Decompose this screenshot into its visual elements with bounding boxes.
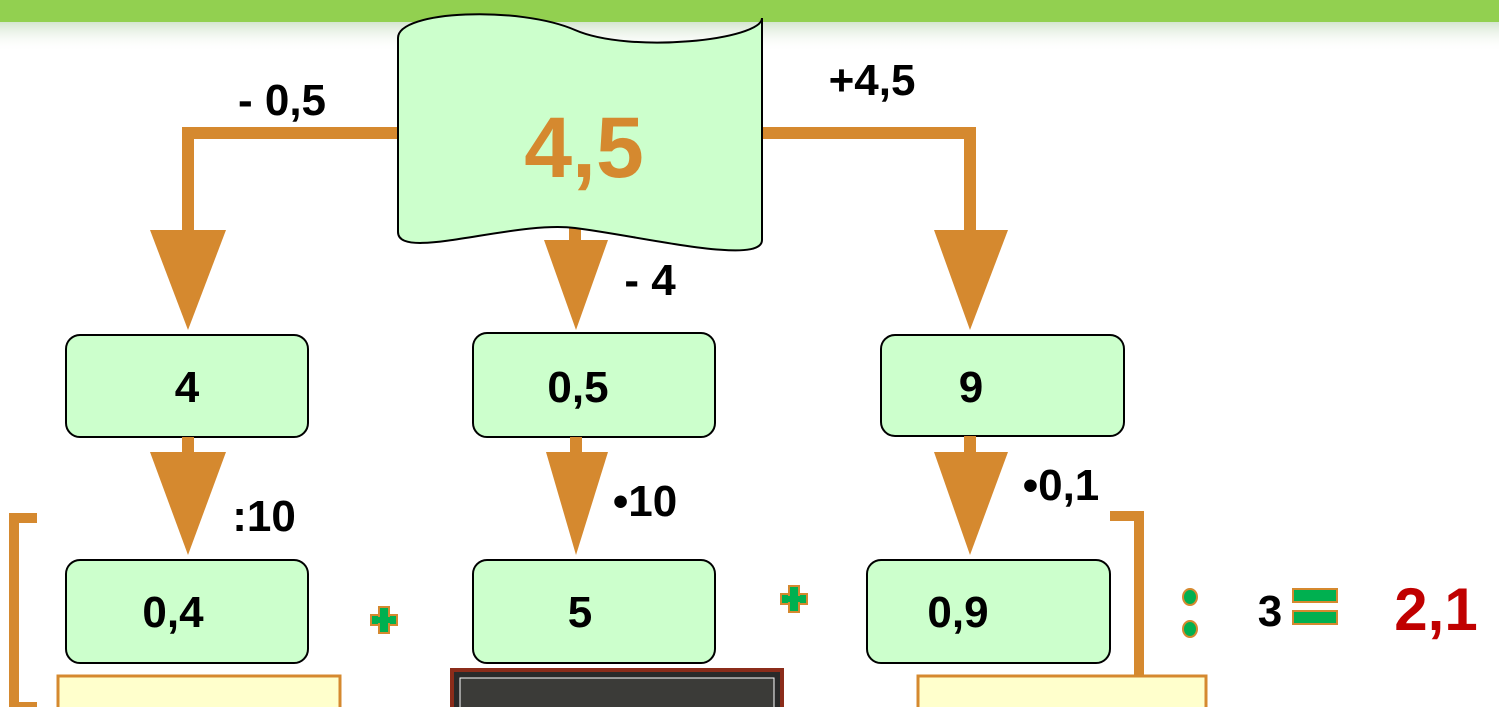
left-bracket (9, 513, 37, 707)
row1-left-value: 4 (175, 363, 200, 412)
division-symbol (1182, 588, 1198, 638)
box-row2-left (65, 559, 309, 664)
plus-symbol-1 (370, 606, 398, 634)
divisor-value: 3 (1258, 587, 1282, 636)
connector-right (762, 127, 976, 232)
arrow-head-middle-1 (544, 240, 608, 330)
bottom-box-left (56, 674, 342, 707)
operation-right: +4,5 (829, 56, 916, 105)
operation-left: - 0,5 (238, 76, 326, 125)
row2-middle-value: 5 (568, 588, 592, 637)
operation-middle-second: •10 (613, 477, 677, 526)
row1-right-value: 9 (959, 363, 983, 412)
start-value: 4,5 (524, 100, 644, 196)
box-row1-middle (472, 332, 716, 438)
row2-left-value: 0,4 (142, 588, 204, 637)
connector-left (182, 127, 400, 232)
equals-symbol (1292, 588, 1338, 625)
arrow-head-left-1 (150, 230, 226, 330)
plus-symbol-2 (780, 585, 808, 613)
right-bracket (1110, 511, 1144, 707)
operation-middle: - 4 (624, 256, 676, 305)
operation-right-second: •0,1 (1023, 461, 1100, 510)
operation-left-second: :10 (232, 492, 296, 541)
result-value: 2,1 (1394, 576, 1477, 643)
arrow-head-right-1 (934, 230, 1008, 330)
arrow-head-middle-2 (546, 452, 608, 555)
arrow-head-right-2 (934, 452, 1008, 555)
arrow-head-left-2 (150, 452, 226, 555)
start-scroll (397, 13, 763, 252)
row2-right-value: 0,9 (927, 588, 988, 637)
bottom-image-inner (459, 677, 775, 707)
box-row1-right (880, 334, 1125, 437)
bottom-box-right (916, 674, 1208, 707)
box-row2-middle (472, 559, 716, 664)
row1-middle-value: 0,5 (547, 363, 608, 412)
top-green-band (0, 0, 1499, 22)
box-row2-right (866, 559, 1111, 664)
